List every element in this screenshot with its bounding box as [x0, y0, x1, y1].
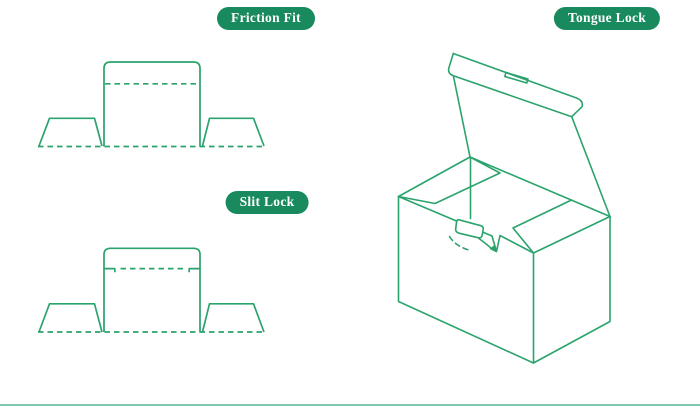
box-right-rim-edge: [532, 215, 611, 254]
slit-lock-dieline: [38, 247, 265, 333]
lid-tuck-flap-outline: [452, 52, 584, 118]
tongue-lock-box-illustration: [397, 52, 611, 364]
friction-center-panel: [103, 61, 201, 147]
friction-fit-badge: Friction Fit: [217, 7, 315, 30]
slit-right-slit-cut: [188, 267, 200, 273]
slit-lock-badge: Slit Lock: [225, 191, 309, 214]
slit-left-slit-cut: [104, 267, 116, 273]
friction-fit-dieline: [38, 61, 265, 148]
box-left-inner-flap: [397, 156, 501, 205]
bottom-divider-line: [0, 404, 700, 406]
lid-tongue-slot: [504, 71, 529, 84]
tongue-arrow-shaft: [478, 237, 493, 250]
tongue-lock-badge: Tongue Lock: [553, 7, 661, 30]
box-back-rim-edges: [397, 156, 611, 218]
friction-left-flap: [38, 117, 103, 147]
box-body-outline: [397, 195, 611, 364]
box-right-inner-flap: [512, 199, 573, 254]
tongue-tab: [454, 218, 485, 239]
slit-right-flap: [201, 302, 265, 333]
slit-left-flap: [38, 302, 103, 333]
lid-right-edge: [570, 115, 611, 218]
tongue-arrow-head: [489, 244, 497, 253]
slit-center-panel: [103, 247, 201, 332]
tongue-tuck-path-dashed: [448, 235, 469, 251]
lid-left-edge: [452, 75, 471, 158]
lid-tuck-flap-fold: [447, 52, 573, 118]
friction-right-flap: [201, 117, 265, 147]
